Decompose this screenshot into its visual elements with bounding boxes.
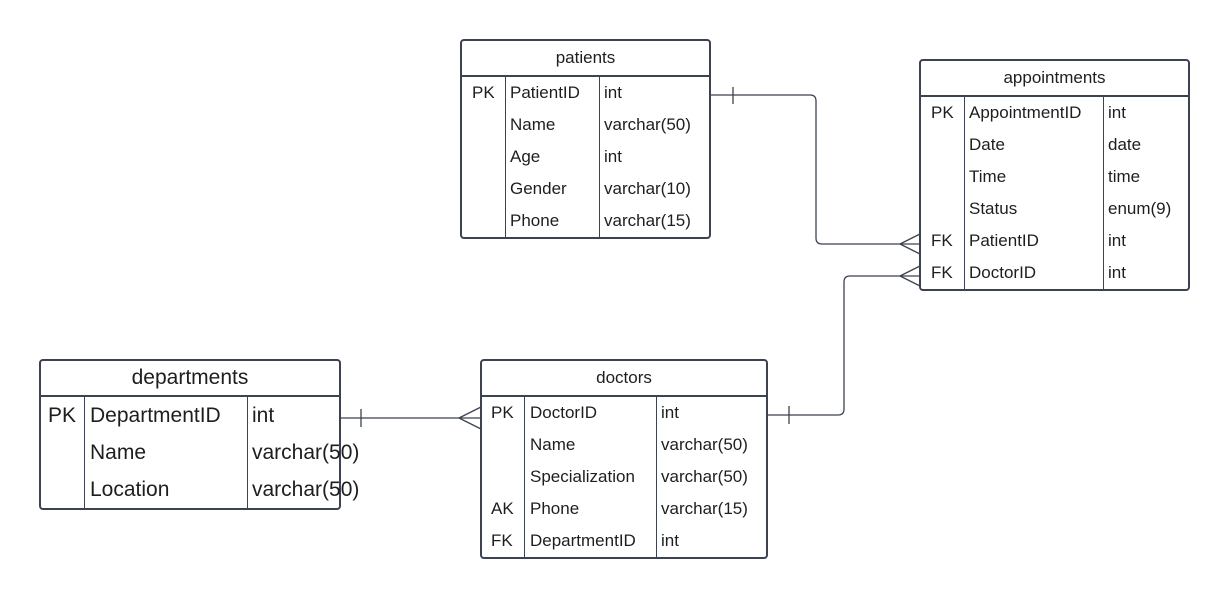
attribute-type: int — [1108, 263, 1126, 282]
crows-foot-many — [899, 233, 921, 255]
attribute-type: varchar(10) — [604, 179, 691, 198]
relationship-departments-doctors — [340, 406, 482, 430]
attribute-row: Status enum(9) — [921, 193, 1188, 225]
entity-title: departments — [41, 361, 339, 397]
attribute-name: Location — [90, 478, 170, 501]
attribute-name: Specialization — [530, 467, 635, 486]
key-cell: AK — [491, 499, 514, 518]
crows-foot-many — [458, 406, 482, 430]
attribute-name: Status — [969, 199, 1018, 218]
attribute-name: PatientID — [969, 231, 1039, 250]
attribute-row: Specialization varchar(50) — [482, 461, 766, 493]
key-cell: FK — [931, 263, 953, 282]
attribute-name: DepartmentID — [530, 531, 636, 550]
attribute-type: varchar(15) — [604, 211, 691, 230]
attribute-type: varchar(50) — [252, 441, 360, 464]
attribute-type: int — [1108, 103, 1126, 122]
entity-appointments[interactable]: appointments PK AppointmentID int Date d… — [919, 59, 1190, 291]
attribute-row: Time time — [921, 161, 1188, 193]
column-divider — [84, 397, 85, 508]
attribute-type: varchar(50) — [661, 435, 748, 454]
attribute-row: Age int — [462, 141, 709, 173]
attribute-name: AppointmentID — [969, 103, 1082, 122]
attribute-name: PatientID — [510, 83, 580, 102]
attribute-type: time — [1108, 167, 1141, 186]
key-cell: PK — [931, 103, 954, 122]
column-divider — [505, 77, 506, 237]
attribute-row: PK AppointmentID int — [921, 97, 1188, 129]
entity-title: appointments — [921, 61, 1188, 97]
crows-foot-many — [899, 265, 921, 287]
relationship-doctors-appointments — [767, 265, 921, 424]
attribute-type: int — [661, 531, 679, 550]
entity-patients[interactable]: patients PK PatientID int Name varchar(5… — [460, 39, 711, 239]
column-divider — [524, 397, 525, 557]
column-divider — [1103, 97, 1104, 289]
column-divider — [656, 397, 657, 557]
entity-title: patients — [462, 41, 709, 77]
connector-line — [710, 94, 920, 245]
entity-title: doctors — [482, 361, 766, 397]
attribute-name: DoctorID — [530, 403, 598, 422]
attribute-row: FK DoctorID int — [921, 257, 1188, 289]
attribute-type: varchar(50) — [604, 115, 691, 134]
attribute-type: int — [1108, 231, 1126, 250]
attribute-row: FK DepartmentID int — [482, 525, 766, 557]
column-divider — [247, 397, 248, 508]
attribute-row: FK PatientID int — [921, 225, 1188, 257]
attribute-row: AK Phone varchar(15) — [482, 493, 766, 525]
attribute-name: Phone — [530, 499, 580, 518]
attribute-type: varchar(50) — [252, 478, 360, 501]
key-cell: FK — [931, 231, 953, 250]
attribute-name: Age — [510, 147, 541, 166]
attribute-row: Name varchar(50) — [482, 429, 766, 461]
attribute-name: Name — [510, 115, 556, 134]
attribute-row: PK DoctorID int — [482, 397, 766, 429]
attribute-name: DoctorID — [969, 263, 1037, 282]
attribute-row: PK DepartmentID int — [41, 397, 339, 434]
attribute-name: DepartmentID — [90, 404, 221, 427]
attribute-row: Date date — [921, 129, 1188, 161]
key-cell: FK — [491, 531, 513, 550]
entity-doctors[interactable]: doctors PK DoctorID int Name varchar(50)… — [480, 359, 768, 559]
attribute-type: int — [604, 83, 622, 102]
attribute-row: Name varchar(50) — [462, 109, 709, 141]
attribute-type: varchar(15) — [661, 499, 748, 518]
column-divider — [964, 97, 965, 289]
entity-departments[interactable]: departments PK DepartmentID int Name var… — [39, 359, 359, 510]
attribute-row: Phone varchar(15) — [462, 205, 709, 237]
attribute-name: Time — [969, 167, 1007, 186]
connector-line — [767, 275, 920, 416]
attribute-type: date — [1108, 135, 1142, 154]
attribute-row: Name varchar(50) — [41, 434, 359, 471]
attribute-type: varchar(50) — [661, 467, 748, 486]
attribute-row: Location varchar(50) — [41, 471, 359, 508]
attribute-name: Phone — [510, 211, 560, 230]
attribute-row: PK PatientID int — [462, 77, 709, 109]
attribute-type: int — [604, 147, 622, 166]
attribute-type: enum(9) — [1108, 199, 1172, 218]
column-divider — [599, 77, 600, 237]
attribute-name: Date — [969, 135, 1005, 154]
attribute-name: Name — [530, 435, 576, 454]
key-cell: PK — [48, 404, 77, 427]
relationship-patients-appointments — [710, 87, 921, 255]
attribute-type: int — [252, 404, 275, 427]
attribute-name: Name — [90, 441, 147, 464]
attribute-type: int — [661, 403, 679, 422]
attribute-row: Gender varchar(10) — [462, 173, 709, 205]
key-cell: PK — [491, 403, 514, 422]
attribute-name: Gender — [510, 179, 567, 198]
key-cell: PK — [472, 83, 495, 102]
